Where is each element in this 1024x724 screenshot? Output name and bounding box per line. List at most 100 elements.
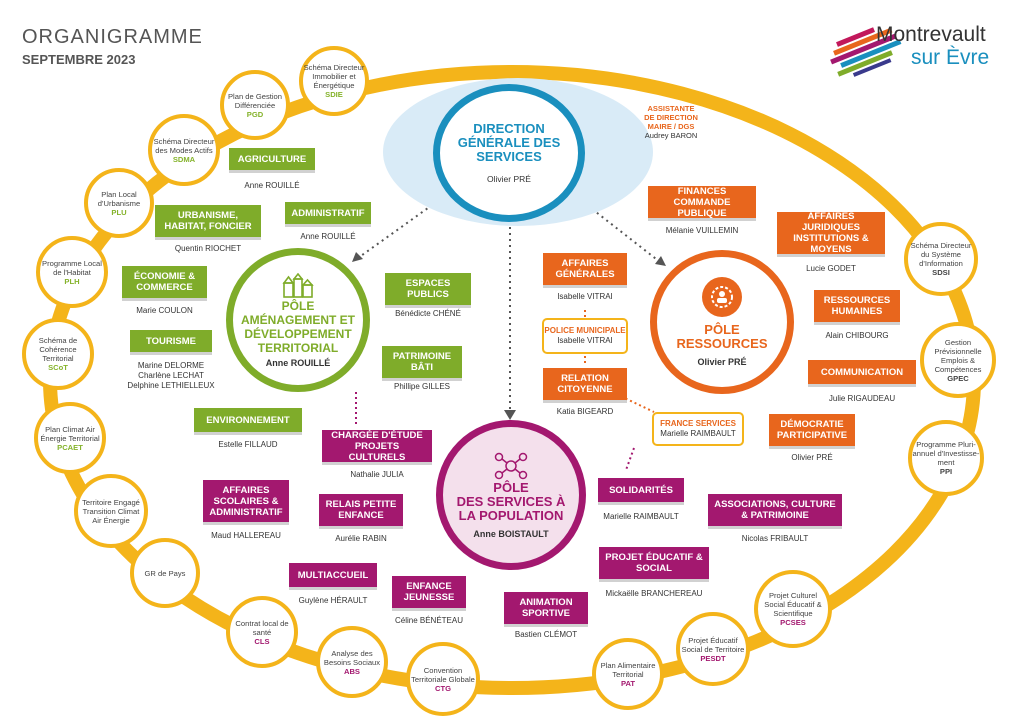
assistante-line-2: DE DIRECTION: [644, 113, 698, 122]
bubble-territoire-engage-text: Territoire Engagé Transition Climat Air …: [82, 497, 140, 525]
bubble-pgd-text: Plan de Gestion Différenciée: [227, 91, 283, 110]
service-associations-culture-person: Nicolas FRIBAULT: [741, 534, 809, 543]
service-solidarites: SOLIDARITÉS: [598, 478, 684, 505]
service-relation-citoyenne: RELATION CITOYENNE: [543, 368, 627, 403]
service-finances: FINANCES COMMANDE PUBLIQUE: [648, 186, 756, 221]
service-administratif-person: Anne ROUILLÉ: [300, 232, 356, 241]
direction-generale-node: DIRECTION GÉNÉRALE DES SERVICES Olivier …: [433, 84, 585, 222]
page-subtitle: SEPTEMBRE 2023: [22, 52, 136, 67]
bubble-gpec-text: Gestion Prévisionnelle Emplois & Compéte…: [934, 337, 982, 374]
bubble-sdie-text: Schéma Directeur Immobilier et Énergétiq…: [303, 63, 365, 90]
france-services-label: FRANCE SERVICES: [660, 419, 736, 428]
bubble-pat-text: Plan Alimentaire Territorial: [600, 660, 656, 679]
bubble-pat-code: PAT: [620, 678, 636, 688]
service-multiaccueil: MULTIACCUEIL: [289, 563, 377, 590]
bubble-territoire-engage: Territoire Engagé Transition Climat Air …: [74, 474, 148, 548]
direction-title-3: SERVICES: [476, 149, 542, 164]
service-affaires-scolaires-person: Maud HALLEREAU: [211, 531, 281, 540]
direction-title-1: DIRECTION: [473, 121, 545, 136]
bubble-pcses: Projet Culturel Social Éducatif & Scient…: [754, 570, 832, 648]
logo-icon: [830, 27, 902, 77]
pole-amenagement-person: Anne ROUILLÉ: [265, 357, 331, 368]
bubble-ctg-code: CTG: [434, 683, 452, 693]
police-label: POLICE MUNICIPALE: [544, 326, 626, 335]
pole-population-l3: LA POPULATION: [458, 508, 564, 523]
bubble-sdma-text: Schéma Directeur des Modes Actifs: [153, 136, 215, 155]
bubble-cls-text: Contrat local de santé: [235, 618, 289, 637]
service-solidarites-person: Marielle RAIMBAULT: [603, 512, 679, 521]
service-ressources-humaines: RESSOURCES HUMAINES: [814, 290, 900, 325]
arrow-amenagement: [352, 252, 363, 262]
bubble-pcses-code: PCSES: [780, 618, 806, 627]
service-projet-educatif: PROJET ÉDUCATIF & SOCIAL: [599, 547, 709, 582]
service-enfance-jeunesse-person: Céline BÉNÉTEAU: [394, 616, 464, 625]
service-environnement-person: Estelle FILLAUD: [218, 440, 278, 449]
village-icon: [282, 272, 314, 298]
bubble-abs-text: Analyse des Besoins Sociaux: [323, 648, 381, 667]
bubble-pesdt-text: Projet Éducatif Social de Territoire: [681, 635, 745, 654]
service-affaires-juridiques: AFFAIRES JURIDIQUES INSTITUTIONS & MOYEN…: [777, 211, 885, 257]
service-affaires-juridiques-person: Lucie GODET: [806, 264, 856, 273]
pole-amenagement-l1: PÔLE: [281, 298, 315, 313]
service-associations-culture: ASSOCIATIONS, CULTURE & PATRIMOINE: [708, 494, 842, 529]
bubble-gpec: Gestion Prévisionnelle Emplois & Compéte…: [920, 322, 996, 398]
assistante-person: Audrey BARON: [644, 131, 698, 140]
bubble-gpec-code: GPEC: [947, 373, 969, 383]
bubble-sdie-code: SDIE: [325, 90, 343, 99]
direction-person: Olivier PRÉ: [487, 174, 531, 184]
connector-fs-solidarites: [625, 447, 635, 471]
pole-amenagement-l2: AMÉNAGEMENT ET: [241, 312, 355, 327]
police-person: Isabelle VITRAI: [557, 336, 613, 345]
service-affaires-generales: AFFAIRES GÉNÉRALES: [543, 253, 627, 288]
bubble-ppi-code: PPI: [939, 467, 953, 476]
service-administratif: ADMINISTRATIF: [285, 202, 371, 227]
bubble-ppi: Programme Pluri-annuel d'Investisse-ment…: [908, 420, 984, 496]
service-tourisme-person: Marine DELORME Charlène LECHAT Delphine …: [127, 361, 215, 390]
arrow-ressources: [655, 256, 666, 266]
service-relation-citoyenne-person: Katia BIGEARD: [556, 407, 614, 416]
bubble-sdsi: Schéma Directeur du Système d'Informatio…: [904, 222, 978, 296]
pole-population-l1: PÔLE: [493, 480, 529, 495]
service-democratie-participative: DÉMOCRATIE PARTICIPATIVE: [769, 414, 855, 449]
service-ressources-humaines-person: Alain CHIBOURG: [825, 331, 889, 340]
assistante-line-1: ASSISTANTE: [647, 104, 695, 113]
service-espaces-publics-person: Bénédicte CHÉNÉ: [395, 309, 461, 318]
service-tourisme: TOURISME: [130, 330, 212, 355]
bubble-pesdt-code: PESDT: [700, 653, 726, 663]
service-economie: ÉCONOMIE & COMMERCE: [122, 266, 207, 301]
pole-amenagement-node: PÔLE AMÉNAGEMENT ET DÉVELOPPEMENT TERRIT…: [226, 248, 370, 392]
service-urbanisme-person: Quentin RIOCHET: [174, 244, 242, 253]
service-espaces-publics: ESPACES PUBLICS: [385, 273, 471, 308]
bubble-sdma-code: SDMA: [172, 154, 196, 164]
service-environnement: ENVIRONNEMENT: [194, 408, 302, 435]
service-chargee-etude-culture: CHARGÉE D'ÉTUDE PROJETS CULTURELS: [322, 430, 432, 465]
bubble-scot-code: SCoT: [48, 363, 68, 372]
service-democratie-participative-person: Olivier PRÉ: [791, 453, 833, 462]
service-france-services: FRANCE SERVICES Marielle RAIMBAULT: [652, 412, 744, 446]
gear-people-icon: [702, 277, 742, 317]
page-title: ORGANIGRAMME: [22, 26, 203, 48]
service-economie-person: Marie COULON: [136, 306, 193, 315]
pole-ressources-l2: RESSOURCES: [676, 336, 768, 351]
bubble-scot-text: Schéma de Cohérence Territorial: [38, 336, 78, 363]
service-agriculture: AGRICULTURE: [229, 148, 315, 173]
bubble-plu-text: Plan Local d'Urbanisme: [97, 189, 141, 208]
service-agriculture-person: Anne ROUILLÉ: [244, 181, 300, 190]
service-animation-sportive-person: Bastien CLÉMOT: [514, 630, 578, 639]
assistante-line-3: MAIRE / DGS: [647, 122, 695, 131]
bubble-cls-code: CLS: [254, 636, 270, 646]
service-animation-sportive: ANIMATION SPORTIVE: [504, 592, 588, 627]
service-patrimoine-bati: PATRIMOINE BÂTI: [382, 346, 462, 381]
bubble-pcaet-text: Plan Climat Air Énergie Territorial: [40, 424, 100, 443]
bubble-abs-code: ABS: [343, 666, 361, 676]
bubble-sdie: Schéma Directeur Immobilier et Énergétiq…: [299, 46, 369, 116]
